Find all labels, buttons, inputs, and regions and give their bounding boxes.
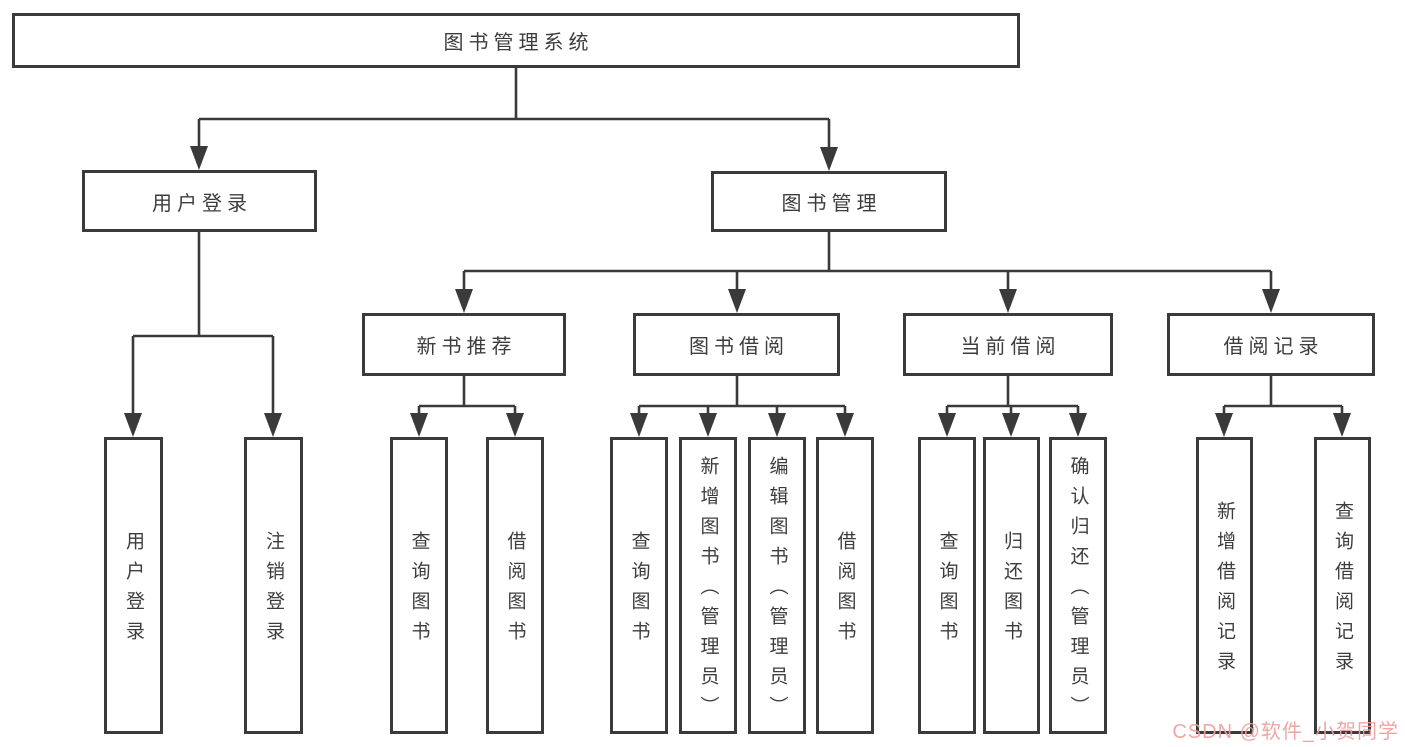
node-bb-add-books: 新增图书（管理员） bbox=[679, 437, 737, 734]
arrowhead-cb-return bbox=[1002, 413, 1020, 437]
node-bb-edit-books-label: 编辑图书（管理员） bbox=[766, 456, 788, 726]
node-book-management-label: 图书管理 bbox=[781, 193, 882, 215]
node-new-book-recommend-label: 新书推荐 bbox=[416, 336, 517, 358]
node-cb-confirm-return: 确认归还（管理员） bbox=[1049, 437, 1107, 734]
csdn-watermark: CSDN @软件_小贺同学 bbox=[1172, 721, 1399, 743]
node-bb-borrow-books: 借阅图书 bbox=[816, 437, 874, 734]
arrowhead-current-borrow bbox=[999, 289, 1017, 313]
arrowhead-user-login bbox=[190, 146, 208, 170]
node-br-add-record: 新增借阅记录 bbox=[1196, 437, 1253, 734]
node-root-label: 图书管理系统 bbox=[443, 32, 594, 54]
node-cb-return-books: 归还图书 bbox=[983, 437, 1040, 734]
arrowhead-leaf-login bbox=[124, 413, 142, 437]
arrowhead-br-add bbox=[1215, 413, 1233, 437]
node-bb-add-books-label: 新增图书（管理员） bbox=[697, 456, 719, 726]
node-bb-query-books-label: 查询图书 bbox=[628, 531, 650, 651]
node-br-add-record-label: 新增借阅记录 bbox=[1214, 501, 1235, 681]
node-book-borrow: 图书借阅 bbox=[633, 313, 840, 376]
node-borrow-record-label: 借阅记录 bbox=[1223, 336, 1324, 358]
arrowhead-bb-edit bbox=[768, 413, 786, 437]
node-book-management: 图书管理 bbox=[711, 171, 947, 232]
arrowhead-new-book-recommend bbox=[455, 289, 473, 313]
node-new-book-recommend: 新书推荐 bbox=[362, 313, 566, 376]
arrowhead-leaf-logout bbox=[264, 413, 282, 437]
node-root: 图书管理系统 bbox=[12, 13, 1020, 68]
node-nbr-borrow-books: 借阅图书 bbox=[486, 437, 544, 734]
arrowhead-cb-query bbox=[938, 413, 956, 437]
arrowhead-bb-borrow bbox=[836, 413, 854, 437]
node-current-borrow: 当前借阅 bbox=[903, 313, 1113, 376]
node-user-login-label: 用户登录 bbox=[152, 192, 252, 215]
arrowhead-nbr-borrow bbox=[506, 413, 524, 437]
node-bb-query-books: 查询图书 bbox=[610, 437, 668, 734]
node-borrow-record: 借阅记录 bbox=[1167, 313, 1375, 376]
arrowhead-borrow-record bbox=[1262, 289, 1280, 313]
arrowhead-bb-query bbox=[630, 413, 648, 437]
node-br-query-record: 查询借阅记录 bbox=[1314, 437, 1371, 734]
node-leaf-logout: 注销登录 bbox=[244, 437, 303, 734]
node-nbr-borrow-books-label: 借阅图书 bbox=[504, 531, 526, 651]
node-nbr-query-books-label: 查询图书 bbox=[408, 531, 430, 651]
node-br-query-record-label: 查询借阅记录 bbox=[1332, 501, 1353, 681]
node-bb-edit-books: 编辑图书（管理员） bbox=[748, 437, 806, 734]
arrowhead-br-query bbox=[1333, 413, 1351, 437]
arrowhead-book-management bbox=[820, 147, 838, 171]
arrowhead-cb-confirm bbox=[1069, 413, 1087, 437]
node-leaf-logout-label: 注销登录 bbox=[263, 531, 284, 651]
arrowhead-bb-add bbox=[699, 413, 717, 437]
node-cb-return-books-label: 归还图书 bbox=[1001, 531, 1022, 651]
node-nbr-query-books: 查询图书 bbox=[390, 437, 448, 734]
node-cb-query-books: 查询图书 bbox=[918, 437, 976, 734]
node-leaf-user-login: 用户登录 bbox=[104, 437, 163, 734]
arrowhead-nbr-query bbox=[410, 413, 428, 437]
node-leaf-user-login-label: 用户登录 bbox=[123, 531, 144, 651]
node-book-borrow-label: 图书借阅 bbox=[689, 336, 789, 358]
node-cb-confirm-return-label: 确认归还（管理员） bbox=[1067, 456, 1089, 726]
node-cb-query-books-label: 查询图书 bbox=[936, 531, 958, 651]
node-bb-borrow-books-label: 借阅图书 bbox=[834, 531, 856, 651]
node-current-borrow-label: 当前借阅 bbox=[960, 336, 1061, 358]
node-user-login: 用户登录 bbox=[82, 170, 317, 232]
arrowhead-book-borrow bbox=[728, 289, 746, 313]
